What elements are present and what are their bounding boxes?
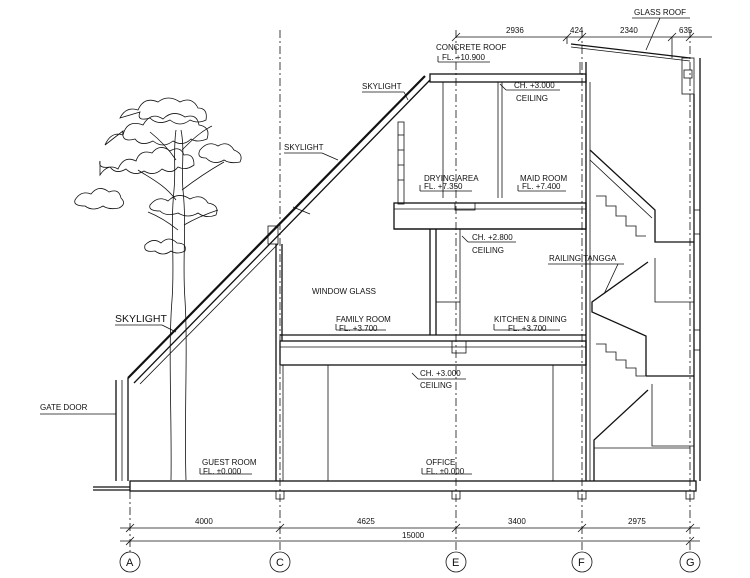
label-office: OFFICE (426, 458, 455, 467)
label-skylight-top: SKYLIGHT (362, 82, 402, 91)
grid-label-f: F (578, 557, 585, 569)
label-skylight-big: SKYLIGHT (115, 313, 168, 325)
dim-bottom-4: 2975 (628, 517, 646, 526)
label-skylight-mid: SKYLIGHT (284, 143, 324, 152)
label-glass-roof: GLASS ROOF (634, 8, 686, 17)
grid-label-g: G (686, 557, 695, 569)
dim-top-3: 2340 (620, 26, 638, 35)
right-wall (693, 58, 701, 481)
grid-label-e: E (452, 557, 459, 569)
middle-slab (279, 334, 587, 366)
grid-label-c: C (276, 557, 284, 569)
columns (275, 82, 591, 481)
grid-lines (129, 30, 691, 553)
dim-bottom-3: 3400 (508, 517, 526, 526)
dim-bottom-2: 4625 (357, 517, 375, 526)
label-drying-area: DRYING AREA (424, 174, 479, 183)
label-ceiling-low: CEILING (420, 381, 452, 390)
label-concrete-roof: CONCRETE ROOF (436, 43, 506, 52)
label-office-fl: FL. ±0.000 (426, 467, 465, 476)
gate-door (115, 378, 129, 481)
label-window-glass: WINDOW GLASS (312, 287, 376, 296)
label-ch-low: CH. +3.000 (420, 369, 461, 378)
label-family-room-fl: FL. +3.700 (339, 324, 378, 333)
label-ceiling-mid: CEILING (472, 246, 504, 255)
label-railing: RAILING TANGGA (549, 254, 617, 263)
tree-illustration (74, 97, 242, 481)
grid-bubbles (119, 551, 701, 573)
label-kitchen: KITCHEN & DINING (494, 315, 567, 324)
ground-slab (93, 480, 697, 500)
label-maid-room-fl: FL. +7.400 (522, 182, 561, 191)
grid-label-a: A (126, 557, 134, 569)
label-ceiling-top: CEILING (516, 94, 548, 103)
label-maid-room: MAID ROOM (520, 174, 567, 183)
label-guest-room-fl: FL. ±0.000 (203, 467, 242, 476)
upper-slab (393, 202, 587, 230)
label-drying-area-fl: FL. +7.350 (424, 182, 463, 191)
stairs (589, 149, 694, 481)
label-gate-door: GATE DOOR (40, 403, 88, 412)
dim-top-4: 635 (679, 26, 693, 35)
roof-skylight (127, 75, 431, 385)
label-concrete-roof-fl: FL. +10.900 (442, 53, 485, 62)
label-ch-mid: CH. +2.800 (472, 233, 513, 242)
label-family-room: FAMILY ROOM (336, 315, 391, 324)
tree-foliage (74, 97, 242, 255)
label-guest-room: GUEST ROOM (202, 458, 257, 467)
dimension-top (451, 32, 712, 58)
leaders (40, 17, 690, 475)
dim-top-1: 2936 (506, 26, 524, 35)
dim-top-2: 424 (570, 26, 584, 35)
label-kitchen-fl: FL. +3.700 (508, 324, 547, 333)
concrete-roof (429, 62, 587, 198)
glass-roof (570, 43, 695, 95)
dimension-bottom (120, 523, 700, 546)
dim-bottom-1: 4000 (195, 517, 213, 526)
dim-total: 15000 (402, 531, 425, 540)
label-ch-top: CH. +3.000 (514, 81, 555, 90)
